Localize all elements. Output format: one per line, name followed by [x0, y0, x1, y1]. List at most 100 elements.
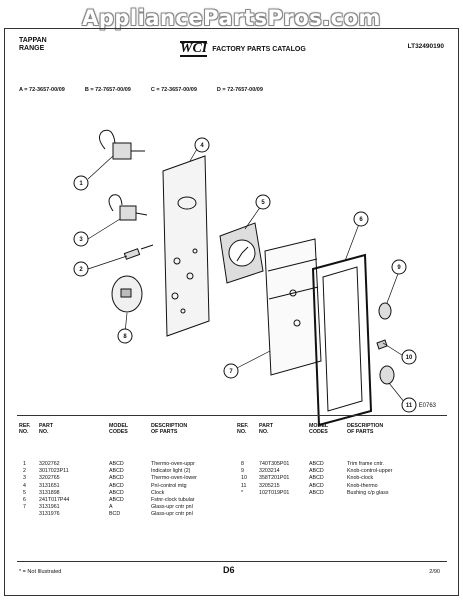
cell-desc: Glass-upr cntr pnl — [151, 504, 193, 511]
cell-desc: Bushing c/p glass — [347, 489, 389, 496]
model-d: D = 72-7657-00/09 — [216, 87, 263, 93]
cell-codes: ABCD — [309, 482, 324, 489]
cell-codes: ABCD — [109, 461, 124, 467]
cell-part: 241T017P44 — [39, 497, 70, 503]
control-panel-drawing — [162, 155, 210, 337]
wci-logo: WCI — [180, 41, 208, 57]
cell-part: 3202765 — [39, 475, 60, 482]
cell-codes: ABCD — [309, 475, 324, 482]
header-ref-no: NO. — [19, 429, 29, 435]
cell-ref: 4 — [23, 482, 26, 489]
cell-ref: 7 — [23, 504, 26, 511]
parts-catalog-page: TAPPAN RANGE WCI FACTORY PARTS CATALOG L… — [4, 28, 459, 596]
cell-desc: Thermo-oven-lower — [151, 475, 197, 482]
cell-codes: ABCD — [309, 468, 324, 475]
cell-desc: Trim frame cntr. — [347, 461, 384, 467]
callout-9: 9 — [397, 265, 401, 271]
model-list: A = 72-3657-00/09 B = 72-7657-00/09 C = 72… — [19, 87, 319, 93]
cell-ref: 10 — [241, 475, 247, 482]
header-desc-of-parts: OF PARTS — [151, 429, 178, 435]
footnote: * = Not Illustrated — [19, 569, 62, 575]
cell-part: 3131651 — [39, 482, 60, 489]
cell-part: 3131976 — [39, 511, 60, 518]
cell-ref: 1 — [23, 461, 26, 467]
cell-codes: ABCD — [109, 489, 124, 496]
cell-part: 3131961 — [39, 504, 60, 511]
cell-desc: Clock — [151, 489, 165, 496]
thermostat-lower-drawing — [119, 205, 137, 221]
cell-codes: BCD — [109, 511, 121, 518]
cell-part: 740T305P01 — [259, 461, 290, 467]
model-a: A = 72-3657-00/09 — [19, 87, 65, 93]
frame-drawing — [311, 253, 373, 426]
callout-10: 10 — [406, 355, 413, 361]
cell-desc: Glass-upr cntr pnl — [151, 511, 193, 518]
cell-codes: ABCD — [109, 475, 124, 482]
brand-line-1: TAPPAN — [19, 37, 47, 44]
cell-part: 3205215 — [259, 482, 280, 489]
cell-codes: ABCD — [109, 468, 124, 475]
model-b: B = 72-7657-00/09 — [84, 87, 131, 93]
header-desc-of-parts: OF PARTS — [347, 429, 374, 435]
glass-panel-drawing — [264, 238, 322, 376]
header-ref: REF. — [237, 423, 249, 429]
cell-ref: 5 — [23, 489, 26, 496]
callout-1: 1 — [79, 181, 83, 187]
exploded-parts-diagram: 1 2 3 4 5 6 7 8 9 10 11 — [73, 129, 417, 426]
knob-upper-drawing — [378, 302, 392, 320]
cell-desc: Fstnr-clock tubular — [151, 497, 195, 503]
cell-part: 3203214 — [259, 468, 280, 475]
cell-ref: 8 — [241, 461, 244, 467]
cell-desc: Pnl-control mtg — [151, 482, 187, 489]
header-model: MODEL — [109, 423, 129, 429]
cell-part: 358T201P01 — [259, 475, 290, 482]
callout-7: 7 — [229, 369, 233, 375]
callout-11: 11 — [406, 403, 413, 409]
cell-part: 3202762 — [39, 461, 60, 467]
catalog-title: FACTORY PARTS CATALOG — [212, 45, 306, 53]
cell-part: 102T019P01 — [259, 489, 290, 496]
header-desc: DESCRIPTION — [347, 423, 384, 429]
callout-4: 4 — [200, 143, 204, 149]
figure-code: E0763 — [418, 403, 436, 409]
callout-3: 3 — [79, 237, 83, 243]
header-part-no: NO. — [259, 429, 269, 435]
header-model: MODEL — [309, 423, 329, 429]
cell-desc: Knob-thermo — [347, 482, 378, 489]
header-desc: DESCRIPTION — [151, 423, 188, 429]
header-part: PART — [259, 423, 274, 429]
callout-5: 5 — [261, 200, 265, 206]
cell-codes: A — [109, 504, 113, 511]
header-codes: CODES — [309, 429, 328, 435]
knob-clock-drawing — [376, 339, 388, 350]
cell-desc: Thermo-oven-uppr — [151, 461, 195, 467]
cell-codes: ABCD — [309, 461, 324, 467]
header-ref: REF. — [19, 423, 31, 429]
cell-ref: 2 — [23, 468, 26, 475]
cell-ref: * — [241, 489, 244, 496]
header-part-no: NO. — [39, 429, 49, 435]
cell-ref: 3 — [23, 475, 26, 482]
cell-part: 3017023P11 — [39, 468, 69, 475]
page-number: D6 — [223, 565, 235, 575]
thermostat-upper-drawing — [112, 142, 132, 160]
cell-codes: ABCD — [309, 489, 324, 496]
footer-divider — [17, 561, 447, 562]
cell-ref: 6 — [23, 497, 26, 503]
callout-2: 2 — [79, 267, 83, 273]
model-c: C = 72-3657-00/09 — [150, 87, 197, 93]
header-ref-no: NO. — [237, 429, 247, 435]
brand-line-2: RANGE — [19, 45, 45, 52]
cell-codes: ABCD — [109, 497, 124, 503]
knob-thermo-drawing — [379, 365, 395, 385]
divider — [17, 415, 447, 416]
cell-codes: ABCD — [109, 482, 124, 489]
cell-desc: Knob-control-upper — [347, 468, 393, 475]
callout-8: 8 — [123, 334, 127, 340]
brand: TAPPAN RANGE — [19, 37, 47, 53]
callout-6: 6 — [359, 217, 363, 223]
cell-part: 3131898 — [39, 489, 60, 496]
cell-desc: Indicator light (2) — [151, 468, 191, 475]
indicator-light-drawing — [123, 248, 141, 260]
header-codes: CODES — [109, 429, 128, 435]
